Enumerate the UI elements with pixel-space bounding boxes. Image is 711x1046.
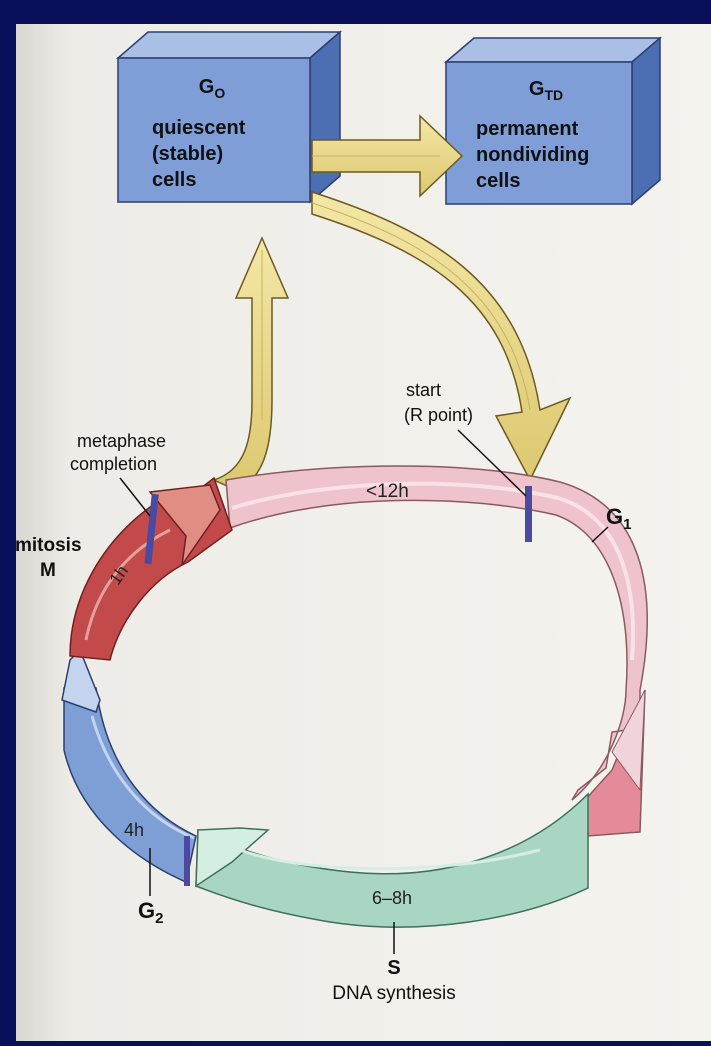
completion-label: completion xyxy=(70,454,157,474)
restriction-point-marker xyxy=(525,486,532,542)
metaphase-label: metaphase xyxy=(77,431,166,451)
r-point-label: (R point) xyxy=(404,405,473,425)
go-box-line-1: quiescent xyxy=(152,117,246,139)
gtd-box-line-3: cells xyxy=(476,170,520,192)
gtd-box: GTD permanent nondividing cells xyxy=(446,38,660,204)
gtd-box-line-2: nondividing xyxy=(476,144,589,166)
gtd-box-line-1: permanent xyxy=(476,118,579,140)
s-duration: 6–8h xyxy=(372,888,412,908)
mitosis-m-label: M xyxy=(40,560,56,581)
mitosis-label: mitosis xyxy=(15,535,82,556)
g2-duration: 4h xyxy=(124,820,144,840)
g2-s-boundary-marker xyxy=(184,836,190,886)
g1-duration: <12h xyxy=(366,481,409,502)
go-box: GO quiescent (stable) cells xyxy=(118,32,340,202)
dna-synthesis-label: DNA synthesis xyxy=(332,983,456,1004)
go-box-line-2: (stable) xyxy=(152,143,223,165)
go-box-line-3: cells xyxy=(152,169,196,191)
start-label: start xyxy=(406,380,441,400)
s-label: S xyxy=(387,957,400,979)
